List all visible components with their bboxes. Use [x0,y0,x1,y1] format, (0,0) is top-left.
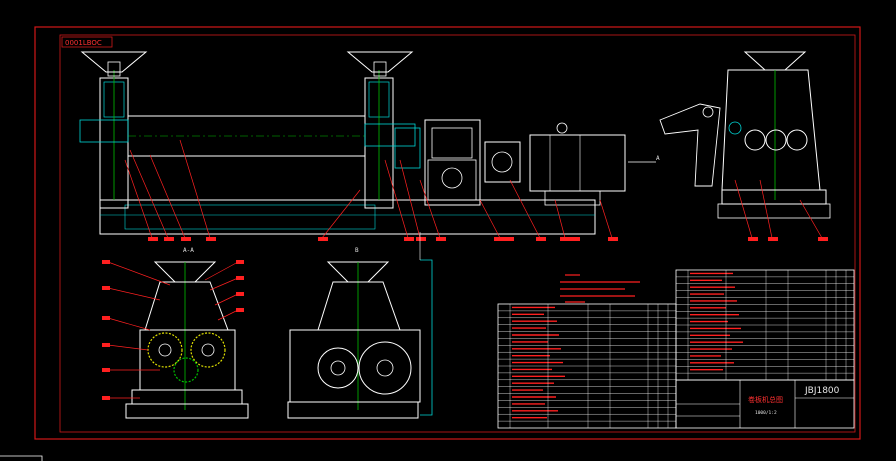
gearbox-icon [424,119,481,206]
drawing-stamp-label: 0001LBOC [65,39,102,47]
outer-frame [34,26,861,440]
front-base [99,199,596,235]
front-leaders [124,139,613,239]
inner-frame [59,34,856,433]
view-b: B [287,232,433,419]
parts-list-table [497,303,677,429]
drawing-title: 卷板机总图 [748,395,783,404]
drawing-scale: 1000/1:2 [755,410,777,416]
handwheel-icon [346,51,414,77]
drawing-stamp-box [61,36,113,48]
model-code: JBJ1800 [804,386,840,396]
section-aa-view: A-A [102,247,249,419]
roller-icon [79,115,416,157]
title-block: 卷板机总图 1000/1:2 JBJ1800 [675,379,855,429]
gear-icon [173,357,199,383]
section-label-b: B [355,247,359,254]
technical-notes [560,274,640,303]
handwheel-icon [80,51,148,77]
parts-list-table-upper [675,269,855,381]
front-view: A [79,51,660,241]
motor-icon [529,122,626,206]
section-label-aa: A-A [183,247,194,254]
front-base-inner [124,204,376,230]
sheet-corner-tab [0,455,43,461]
view-label-a: A [656,155,660,162]
side-view-right [659,51,831,241]
gear-icon [190,332,226,368]
